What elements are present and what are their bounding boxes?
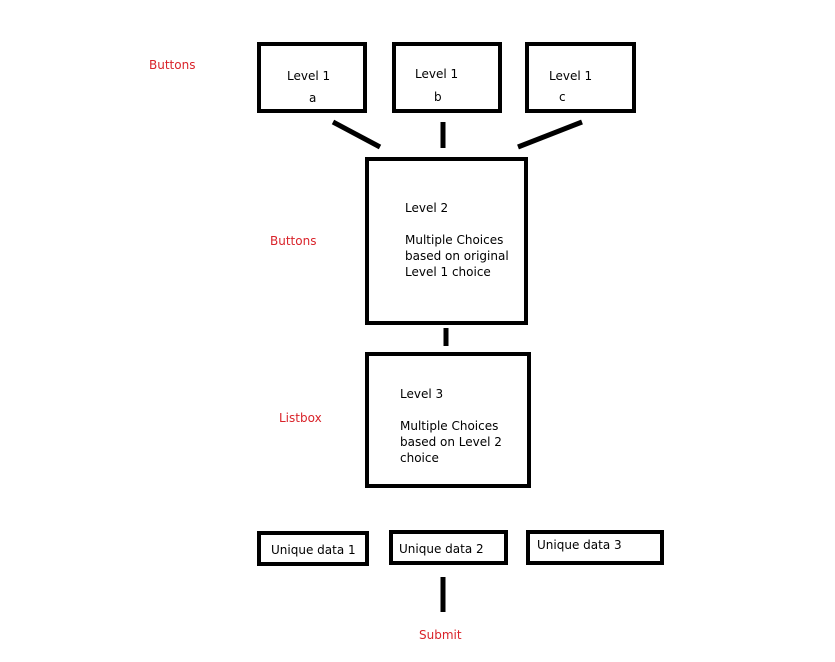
unique-data-3-label: Unique data 3	[537, 538, 622, 552]
listbox-label: Listbox	[279, 411, 322, 425]
unique-data-2-label: Unique data 2	[399, 542, 484, 556]
level1-c-title: Level 1	[549, 69, 593, 83]
level1-c-letter: c	[559, 90, 566, 104]
buttons-label-level1: Buttons	[149, 58, 196, 72]
level2-line-2: based on original	[405, 249, 509, 263]
level3-line-1: Multiple Choices	[400, 419, 499, 433]
level2-buttons-box[interactable]: Level 2 Multiple Choices based on origin…	[365, 157, 528, 325]
level1-button-b[interactable]: Level 1 b	[392, 42, 502, 113]
level2-line-3: Level 1 choice	[405, 265, 491, 279]
unique-data-3: Unique data 3	[526, 530, 664, 565]
level1-b-letter: b	[434, 90, 442, 104]
level3-line-2: based on Level 2	[400, 435, 502, 449]
unique-data-1-label: Unique data 1	[271, 543, 356, 557]
level3-listbox[interactable]: Level 3 Multiple Choices based on Level …	[365, 352, 531, 488]
level1-button-a[interactable]: Level 1 a	[257, 42, 367, 113]
unique-data-2: Unique data 2	[389, 530, 508, 565]
level1-a-letter: a	[309, 91, 317, 105]
level2-title: Level 2	[405, 201, 449, 215]
level1-button-c[interactable]: Level 1 c	[525, 42, 636, 113]
level1-b-title: Level 1	[415, 67, 459, 81]
level3-line-3: choice	[400, 451, 439, 465]
connector-level1c-level2	[517, 119, 583, 150]
buttons-label-level2: Buttons	[270, 234, 317, 248]
submit-label: Submit	[419, 628, 462, 642]
level3-title: Level 3	[400, 387, 444, 401]
level1-a-title: Level 1	[287, 69, 331, 83]
connector-level1a-level2	[331, 119, 382, 150]
unique-data-1: Unique data 1	[257, 531, 369, 566]
level2-line-1: Multiple Choices	[405, 233, 504, 247]
